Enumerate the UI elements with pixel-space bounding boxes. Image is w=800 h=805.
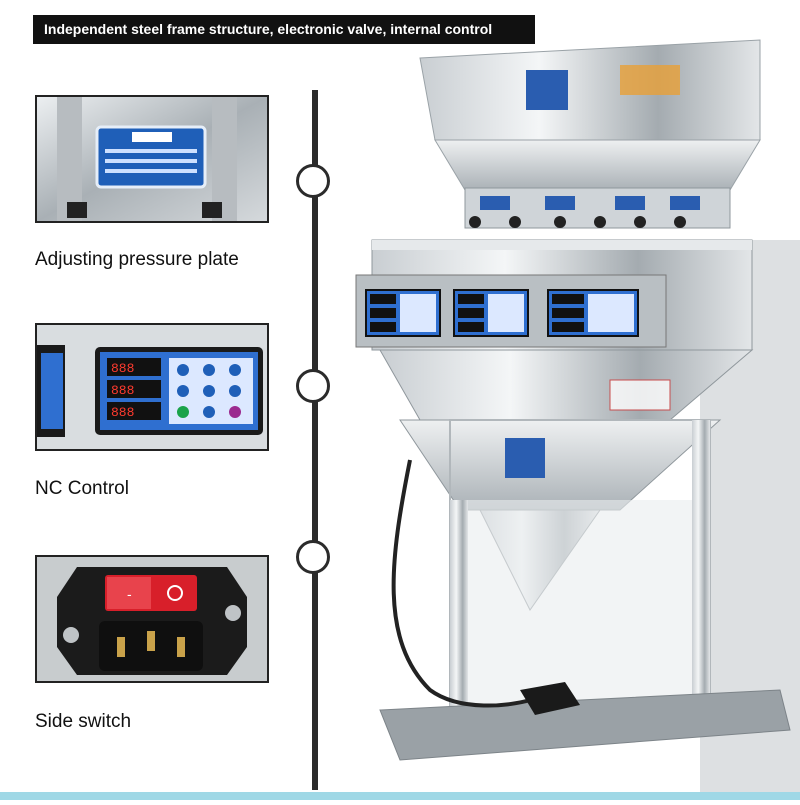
top-banner: Independent steel frame structure, elect… xyxy=(33,15,535,44)
filling-machine-illustration xyxy=(355,39,800,800)
caption-side-switch: Side switch xyxy=(35,711,132,732)
side-switch-image: - xyxy=(35,555,269,683)
svg-text:-: - xyxy=(127,586,132,602)
pressure-plate-illustration xyxy=(37,97,267,221)
caption-nc-control: NC Control xyxy=(35,478,129,499)
bottom-strip xyxy=(0,792,800,800)
timeline-line xyxy=(312,90,318,790)
timeline-node xyxy=(296,164,330,198)
timeline-node xyxy=(296,540,330,574)
side-switch-illustration: - xyxy=(37,557,267,681)
nc-control-image: 888 888 888 xyxy=(35,323,269,451)
svg-text:888: 888 xyxy=(111,361,134,376)
svg-text:888: 888 xyxy=(111,405,134,420)
banner-text: Independent steel frame structure, elect… xyxy=(44,21,493,37)
svg-text:888: 888 xyxy=(111,383,134,398)
pressure-plate-image xyxy=(35,95,269,223)
nc-control-illustration: 888 888 888 xyxy=(37,325,267,449)
caption-pressure-plate: Adjusting pressure plate xyxy=(35,249,239,270)
machine-photo xyxy=(340,0,800,800)
timeline-node xyxy=(296,369,330,403)
